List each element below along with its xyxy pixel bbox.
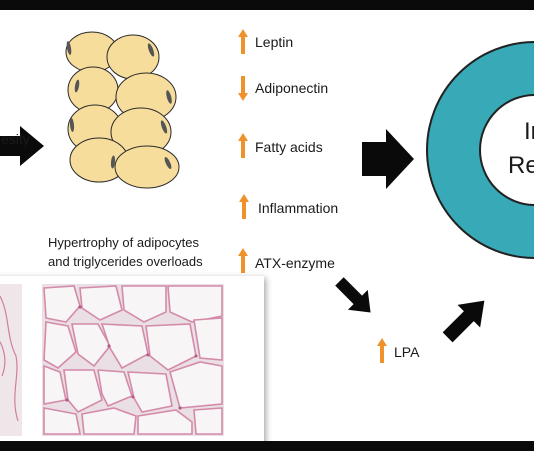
- marker-label-fatty-acids: Fatty acids: [255, 139, 323, 155]
- histology-photo-panel: [0, 276, 264, 446]
- lpa-label: LPA: [394, 344, 420, 360]
- marker-label-leptin: Leptin: [255, 34, 294, 50]
- atx-enzyme-up-arrow-icon: [238, 248, 248, 273]
- histology-right-image: [42, 284, 224, 436]
- block-arrow-to-ring-icon: [362, 129, 414, 189]
- ring-label-line2: Re: [508, 152, 534, 179]
- marker-label-atx-enzyme: ATX-enzyme: [255, 255, 335, 271]
- obesity-label: esity: [1, 131, 30, 147]
- marker-label-inflammation: Inflammation: [258, 200, 339, 216]
- hypertrophy-caption-line1: Hypertrophy of adipocytes: [48, 235, 200, 250]
- marker-label-adiponectin: Adiponectin: [255, 80, 329, 96]
- fatty-acids-up-arrow-icon: [238, 133, 248, 158]
- hypertrophy-caption-line2: and triglycerides overloads: [48, 254, 203, 269]
- leptin-up-arrow-icon: [238, 29, 248, 54]
- frame-bottom-border: [0, 441, 534, 451]
- inflammation-up-arrow-icon: [239, 194, 249, 219]
- histology-left-crop: [0, 295, 19, 422]
- ring-label-line1: In: [524, 118, 534, 145]
- adipocyte-cluster: [65, 31, 180, 189]
- diagonal-arrow-atx-to-lpa-icon: [335, 277, 371, 313]
- insulin-resistance-ring: [426, 41, 534, 259]
- hypertrophy-caption: Hypertrophy of adipocytes and triglyceri…: [48, 233, 203, 271]
- frame-top-border: [0, 0, 534, 10]
- histology-images: [0, 284, 224, 436]
- bottom-margin: [0, 451, 534, 462]
- adipocyte-nuclei: [66, 41, 172, 169]
- adiponectin-down-arrow-icon: [238, 76, 248, 101]
- diagonal-arrow-lpa-to-ring-icon: [442, 300, 485, 343]
- block-arrow-obesity-icon: [0, 126, 44, 166]
- lpa-up-arrow-icon: [377, 338, 387, 363]
